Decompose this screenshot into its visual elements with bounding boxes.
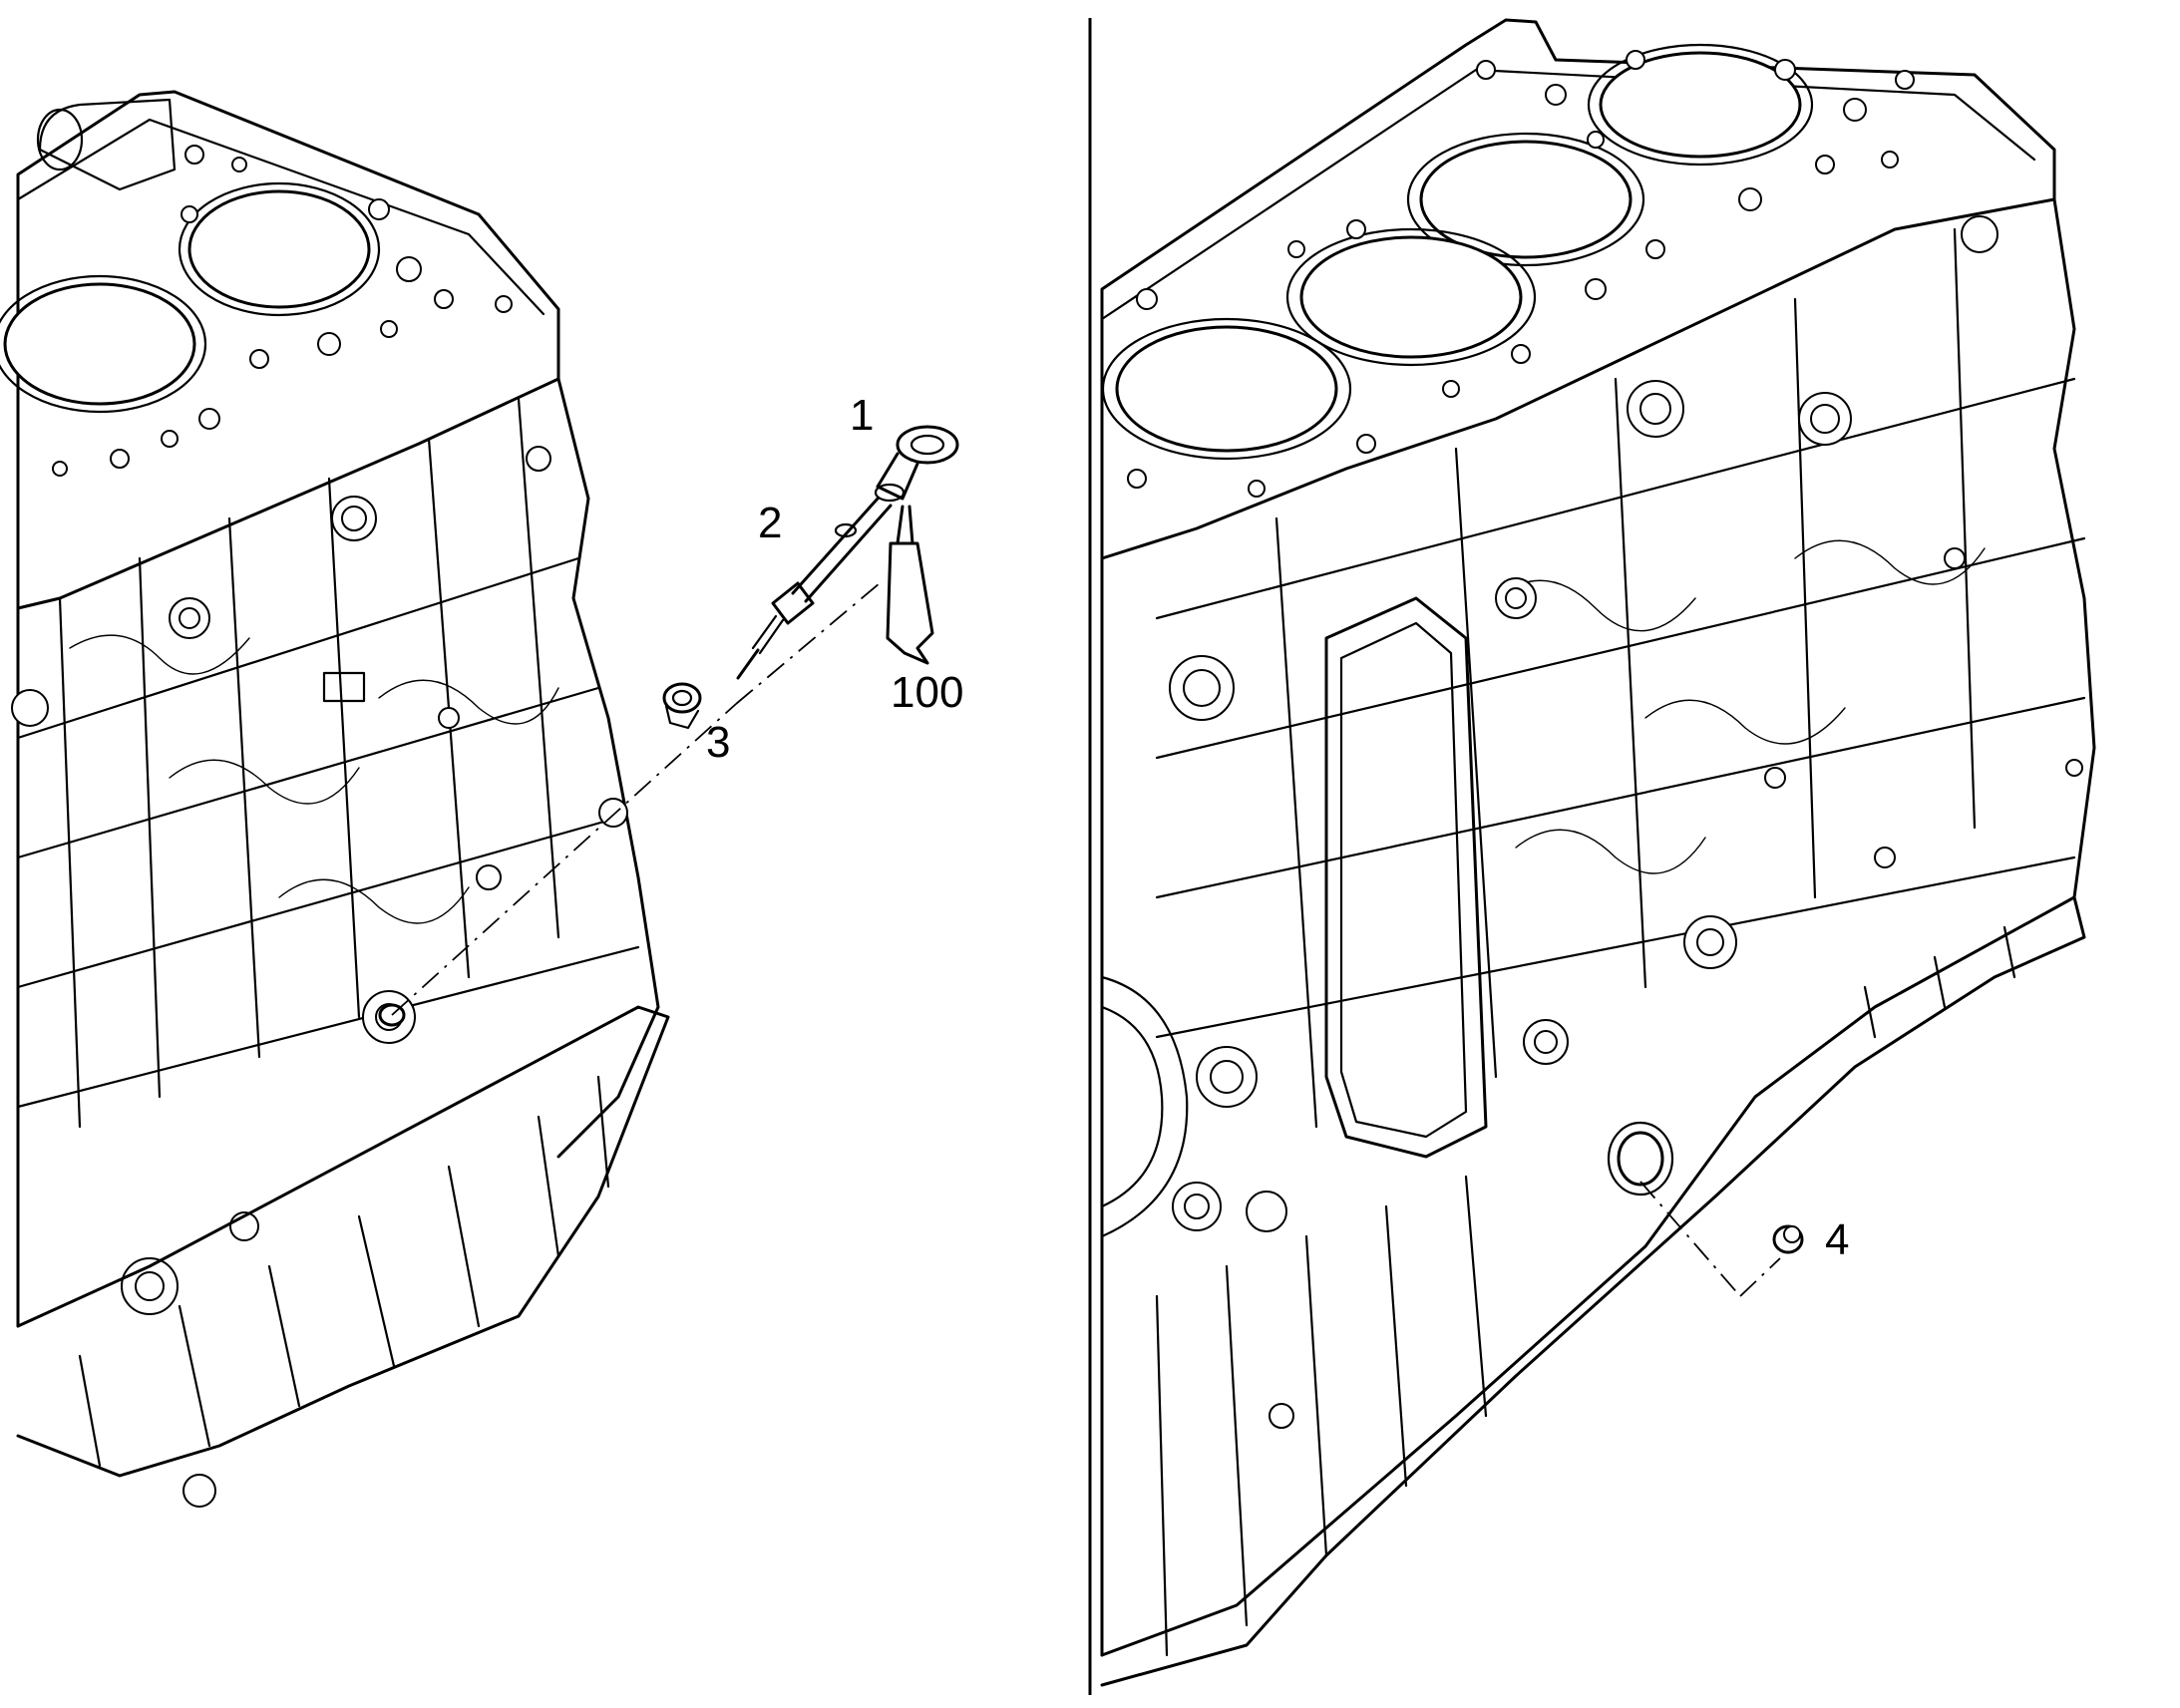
bosses-right (1169, 215, 2083, 1429)
assembly-axis-left (391, 703, 737, 1016)
sensor-plug (662, 682, 702, 730)
callout-4: 4 (1825, 1215, 1849, 1264)
callout-100: 100 (891, 668, 963, 717)
callout-3: 3 (706, 718, 730, 767)
exploded-parts-right (1639, 1181, 1804, 1297)
drain-plug (1772, 1224, 1804, 1254)
left-engine-block-view (0, 90, 670, 1508)
crankcase-ribs-left (16, 397, 640, 1129)
oil-pan-ribs-left (78, 1075, 610, 1468)
sealant-tube-icon (886, 505, 934, 665)
right-engine-block-view (1100, 18, 2096, 1687)
callout-2: 2 (758, 499, 782, 547)
deck-holes-left (52, 145, 513, 477)
assembly-axis-right (1639, 1181, 1741, 1297)
deck-holes-right (1127, 50, 1915, 498)
crankcase-ribs-right (1155, 227, 2086, 1129)
oil-pan-ribs-right (1155, 925, 2016, 1657)
exploded-parts-left (391, 425, 959, 1016)
dipstick-guide-tube (736, 497, 893, 680)
callout-1: 1 (850, 391, 874, 440)
dipstick-handle (874, 425, 959, 503)
